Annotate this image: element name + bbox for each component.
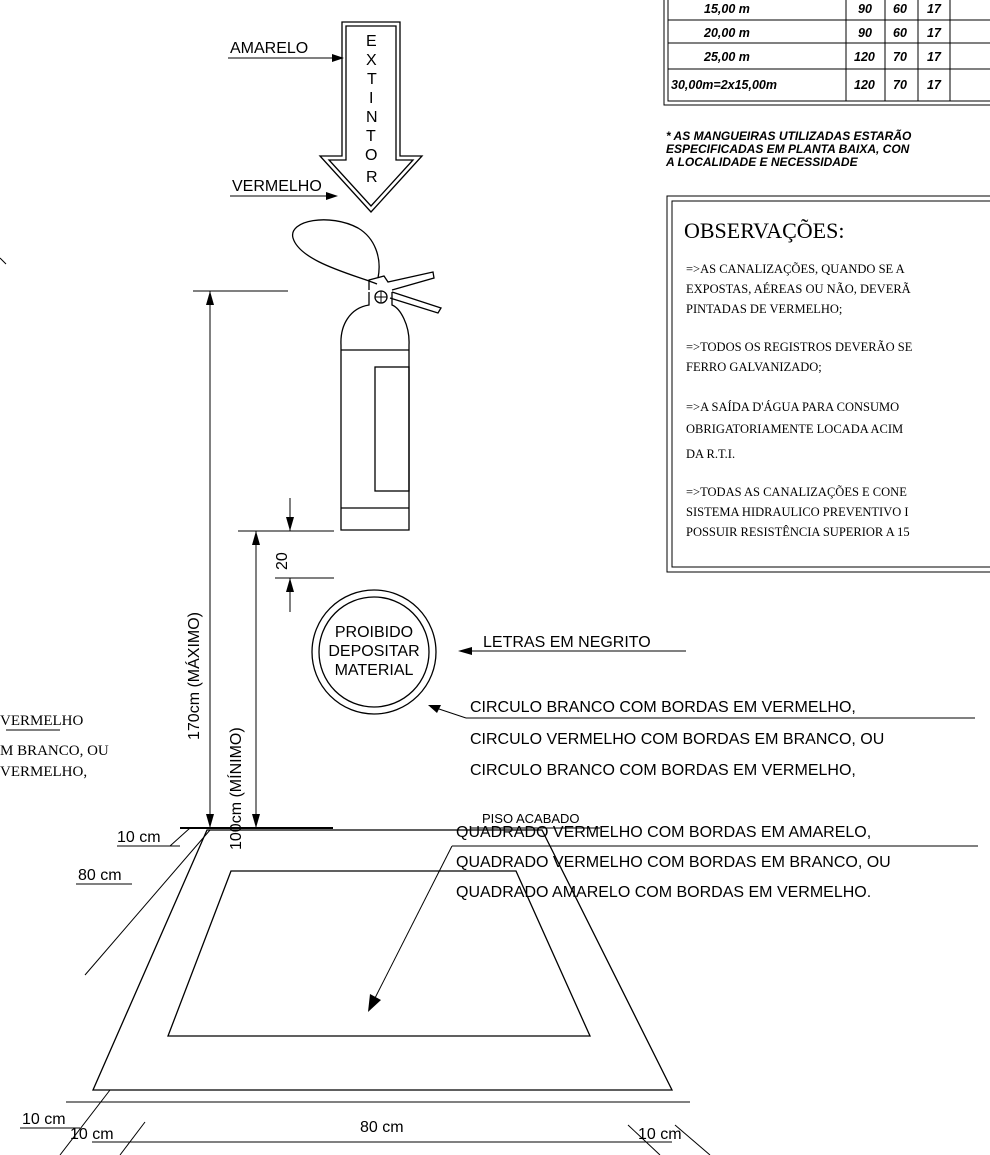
dim-label: 10 cm [638, 1126, 682, 1143]
sign-line: PROIBIDO [335, 624, 413, 641]
fire-extinguisher-icon [292, 219, 442, 531]
left-fragment-text: VERMELHO M BRANCO, OU VERMELHO, [0, 257, 109, 780]
arrow-letter: N [366, 109, 378, 126]
circle-option: CIRCULO BRANCO COM BORDAS EM VERMELHO, [470, 762, 856, 779]
dim-label: 10 cm [117, 829, 161, 846]
table-cell: 60 [893, 26, 907, 40]
observation-line: =>TODOS OS REGISTROS DEVERÃO SE [686, 340, 913, 354]
observation-line: FERRO GALVANIZADO; [686, 360, 822, 374]
table-note: * AS MANGUEIRAS UTILIZADAS ESTARÃO ESPEC… [665, 128, 912, 169]
gap-label: 20 [274, 552, 291, 570]
observation-line: DA R.T.I. [686, 447, 735, 461]
observation-line: =>TODAS AS CANALIZAÇÕES E CONE [686, 485, 907, 499]
square-option: QUADRADO VERMELHO COM BORDAS EM BRANCO, … [456, 854, 891, 871]
sign-line: DEPOSITAR [328, 643, 419, 660]
dim-label: 10 cm [22, 1111, 66, 1128]
circle-option: CIRCULO VERMELHO COM BORDAS EM BRANCO, O… [470, 731, 884, 748]
table-cell: 17 [927, 78, 942, 92]
table-cell: 17 [927, 26, 942, 40]
table-cell-length: 15,00 m [704, 2, 750, 16]
extintor-arrow: E X T I N T O R AMARELO VERMELHO [228, 21, 424, 213]
observation-line: POSSUIR RESISTÊNCIA SUPERIOR A 15 [686, 525, 910, 539]
table-cell: 90 [858, 26, 872, 40]
arrow-letter: X [366, 52, 377, 69]
observation-line: SISTEMA HIDRAULICO PREVENTIVO I [686, 505, 909, 519]
arrow-head-icon [326, 192, 338, 200]
table-cell: 90 [858, 2, 872, 16]
observation-line: =>A SAÍDA D'ÁGUA PARA CONSUMO [686, 400, 899, 414]
observation-line: =>AS CANALIZAÇÕES, QUANDO SE A [686, 262, 905, 276]
observation-line: PINTADAS DE VERMELHO; [686, 302, 842, 316]
square-option: QUADRADO VERMELHO COM BORDAS EM AMARELO, [456, 824, 871, 841]
arrow-letter: R [366, 169, 378, 186]
table-note-line: * AS MANGUEIRAS UTILIZADAS ESTARÃO [666, 128, 912, 143]
circle-option: CIRCULO BRANCO COM BORDAS EM VERMELHO, [470, 699, 856, 716]
table-cell-length: 20,00 m [703, 26, 750, 40]
square-options: QUADRADO VERMELHO COM BORDAS EM AMARELO,… [368, 824, 978, 1012]
vermelho-label: VERMELHO [232, 178, 322, 195]
table-note-line: ESPECIFICADAS EM PLANTA BAIXA, CON [666, 142, 910, 156]
arrow-head-icon [458, 647, 472, 655]
table-row: 30,00m=2x15,00m 120 70 17 [671, 78, 942, 92]
observations-title: OBSERVAÇÕES: [684, 218, 844, 243]
hose-table: 15,00 m 90 60 17 20,00 m 90 60 17 25,00 … [663, 0, 990, 106]
table-cell-length: 25,00 m [703, 50, 750, 64]
observation-line: OBRIGATORIAMENTE LOCADA ACIM [686, 422, 903, 436]
observations-box: OBSERVAÇÕES: =>AS CANALIZAÇÕES, QUANDO S… [666, 195, 990, 573]
table-cell-length: 30,00m=2x15,00m [671, 78, 777, 92]
table-cell: 17 [927, 50, 942, 64]
dim-label: 10 cm [70, 1126, 114, 1143]
dimension-lines: 170cm (MÁXIMO) 100cm (MÍNIMO) 20 [184, 290, 334, 850]
fragment-line: VERMELHO [0, 713, 83, 729]
observation-line: EXPOSTAS, AÉREAS OU NÃO, DEVERÃ [686, 282, 911, 296]
table-note-line: A LOCALIDADE E NECESSIDADE [665, 155, 859, 169]
prohibition-sign: PROIBIDO DEPOSITAR MATERIAL LETRAS EM NE… [311, 589, 975, 779]
table-cell: 70 [893, 50, 907, 64]
floor-square: PISO ACABADO 10 cm 80 cm 10 cm 10 cm 80 … [20, 811, 711, 1155]
sign-line: MATERIAL [335, 662, 414, 679]
arrow-head-icon [332, 54, 344, 62]
arrow-head-icon [428, 705, 441, 713]
table-cell: 120 [854, 78, 875, 92]
arrow-head-icon [368, 994, 381, 1012]
extintor-letters: E X T I N T O R [365, 33, 378, 186]
table-cell: 60 [893, 2, 907, 16]
arrow-letter: T [366, 128, 376, 145]
square-option: QUADRADO AMARELO COM BORDAS EM VERMELHO. [456, 884, 871, 901]
fragment-line: M BRANCO, OU [0, 743, 109, 759]
dim-label: 80 cm [360, 1119, 404, 1136]
min-height-label: 100cm (MÍNIMO) [226, 727, 245, 850]
table-cell: 17 [927, 2, 942, 16]
letters-bold-label: LETRAS EM NEGRITO [483, 634, 651, 651]
table-row: 20,00 m 90 60 17 [703, 26, 942, 40]
arrow-letter: T [367, 71, 377, 88]
piso-acabado-label: PISO ACABADO [482, 811, 580, 826]
max-height-label: 170cm (MÁXIMO) [184, 612, 203, 740]
arrow-letter: I [369, 90, 373, 107]
table-cell: 70 [893, 78, 907, 92]
dim-label: 80 cm [78, 867, 122, 884]
amarelo-label: AMARELO [230, 40, 308, 57]
arrow-letter: E [366, 33, 377, 50]
fragment-line: VERMELHO, [0, 764, 87, 780]
arrow-letter: O [365, 147, 377, 164]
table-cell: 120 [854, 50, 875, 64]
table-row: 15,00 m 90 60 17 [704, 2, 942, 16]
table-row: 25,00 m 120 70 17 [703, 50, 942, 64]
